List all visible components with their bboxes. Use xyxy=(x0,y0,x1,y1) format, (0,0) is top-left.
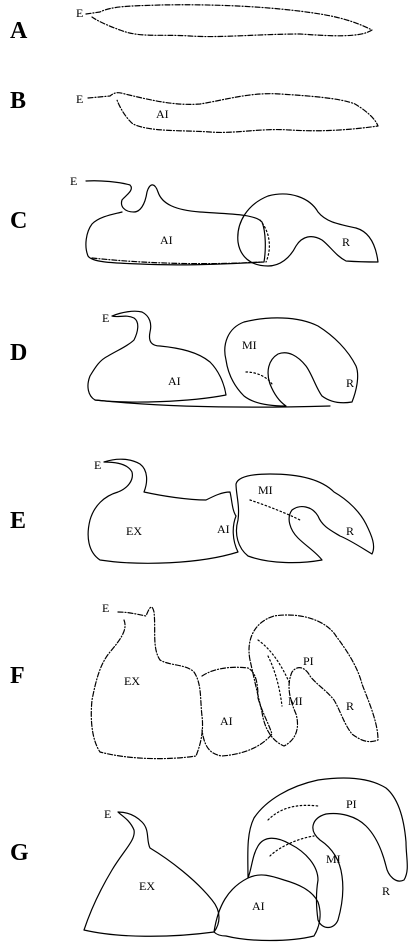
label-e: E xyxy=(104,807,111,821)
panel-g: G E PI MI EX R AI xyxy=(10,778,407,940)
exocoele-outline xyxy=(91,607,202,759)
label-r: R xyxy=(342,235,350,249)
panel-letter-g: G xyxy=(10,840,29,866)
panel-letter-f: F xyxy=(10,663,25,689)
label-r: R xyxy=(346,376,354,390)
exocoele-outline xyxy=(88,459,238,563)
label-r: R xyxy=(382,884,390,898)
label-pi: PI xyxy=(303,654,314,668)
label-ai: AI xyxy=(217,522,230,536)
anterior-intestine-outline xyxy=(86,181,265,265)
midgut-inner-seam xyxy=(258,640,290,706)
label-pi: PI xyxy=(346,797,357,811)
panel-letter-d: D xyxy=(10,340,27,366)
midgut-inner-seam xyxy=(268,805,318,856)
label-e: E xyxy=(76,92,83,106)
panel-letter-b: B xyxy=(10,88,26,114)
panel-e: E E MI EX AI R xyxy=(10,458,374,563)
label-ex: EX xyxy=(139,879,155,893)
panel-letter-c: C xyxy=(10,208,27,234)
panel-f: F E PI EX MI AI R xyxy=(10,601,378,759)
label-ex: EX xyxy=(124,674,140,688)
posterior-intestine-outline xyxy=(249,615,378,746)
label-mi: MI xyxy=(258,483,273,497)
label-mi: MI xyxy=(242,338,257,352)
label-mi: MI xyxy=(326,852,341,866)
panel-a: A E xyxy=(10,5,372,44)
label-ai: AI xyxy=(220,714,233,728)
label-ai: AI xyxy=(252,899,265,913)
label-e: E xyxy=(76,6,83,20)
midgut-loop-outline xyxy=(236,474,374,563)
label-r: R xyxy=(346,524,354,538)
label-ai: AI xyxy=(156,107,169,121)
gut-tube-outline xyxy=(86,5,372,37)
label-e: E xyxy=(102,311,109,325)
label-ai: AI xyxy=(168,374,181,388)
label-e: E xyxy=(102,601,109,615)
panel-letter-e: E xyxy=(10,508,26,534)
midgut-loop-outline xyxy=(225,318,358,406)
panel-d: D E MI AI R xyxy=(10,311,358,407)
label-e: E xyxy=(94,458,101,472)
intestine-base-line xyxy=(95,400,330,407)
exocoele-outline xyxy=(84,812,219,936)
label-e: E xyxy=(70,174,77,188)
panel-b: B E AI xyxy=(10,88,378,132)
label-ex: EX xyxy=(126,524,142,538)
panel-letter-a: A xyxy=(10,18,28,44)
panel-c: C E AI R xyxy=(10,174,378,266)
anterior-intestine-outline xyxy=(214,875,320,941)
label-ai: AI xyxy=(160,233,173,247)
label-r: R xyxy=(346,699,354,713)
rectum-loop-outline xyxy=(238,194,378,266)
gut-tube-outline xyxy=(88,93,378,133)
